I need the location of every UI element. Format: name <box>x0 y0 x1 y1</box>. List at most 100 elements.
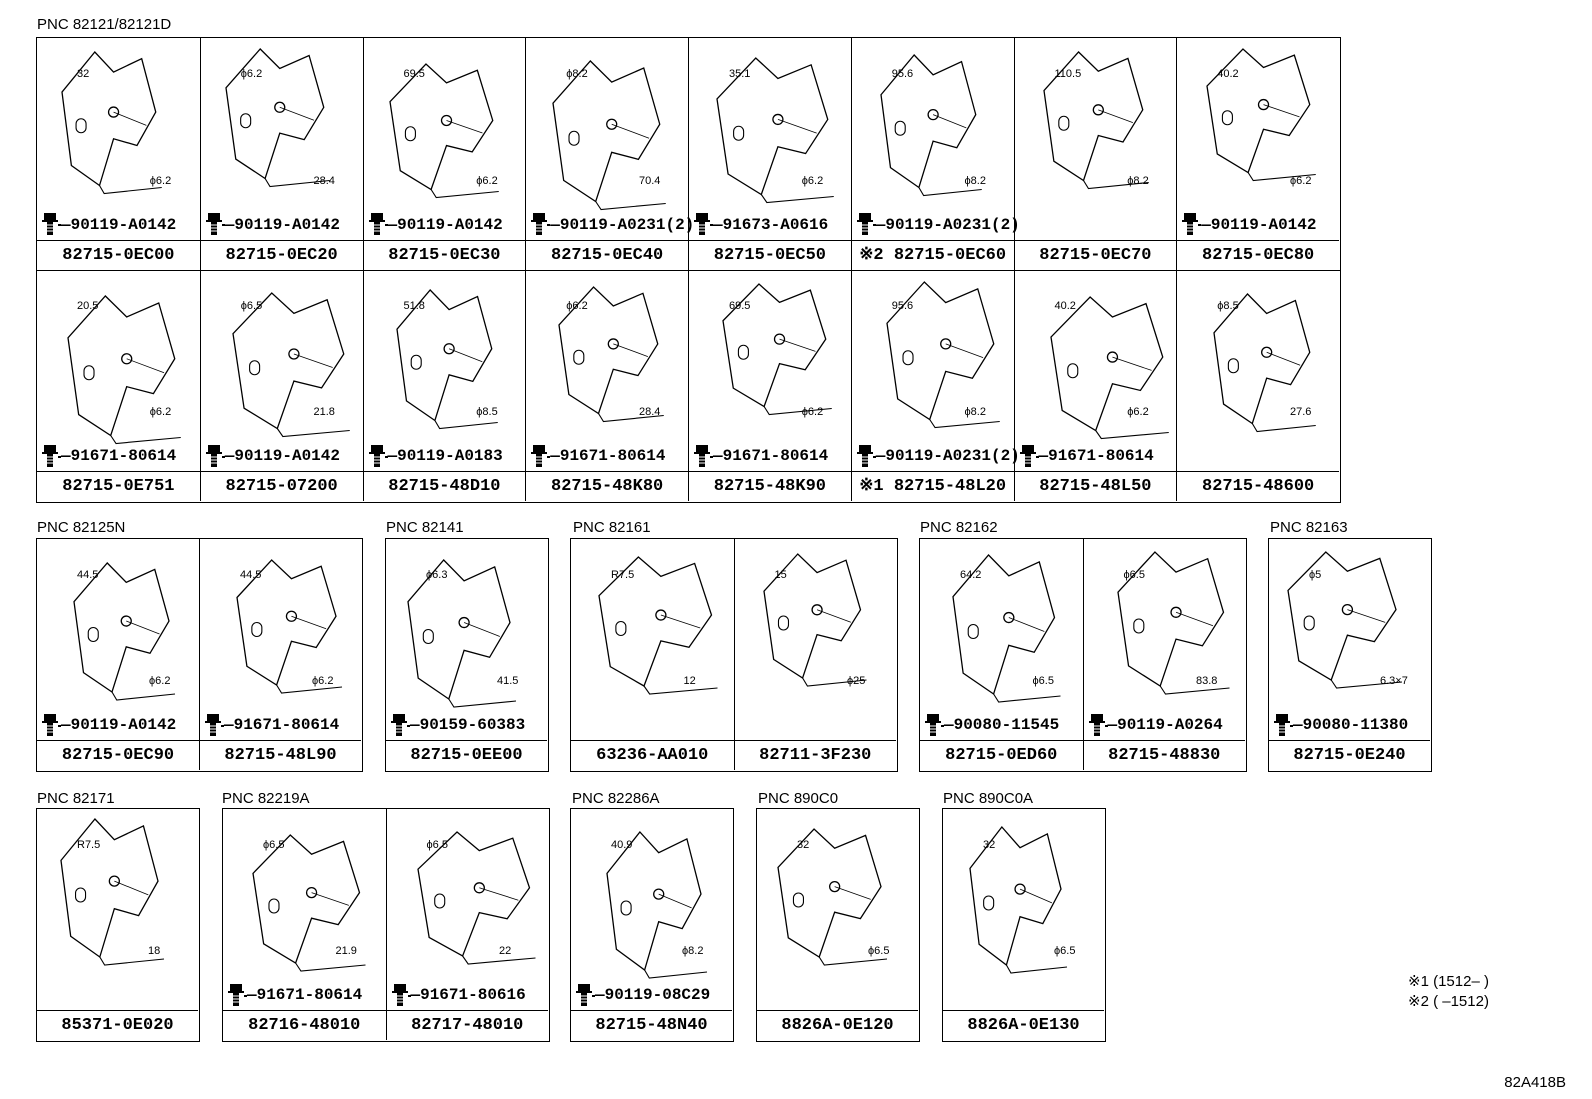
bolt-icon <box>391 983 411 1006</box>
part-number[interactable]: 82715-0E751 <box>37 471 200 501</box>
part-number[interactable]: 82711-3F230 <box>734 740 896 770</box>
bolt-callout: —90119-A0183 <box>368 442 503 470</box>
part-number[interactable]: 82715-0EE00 <box>386 740 547 770</box>
bracket-drawing <box>395 288 498 429</box>
bolt-callout: —90119-A0231(2) <box>856 442 1020 470</box>
part-number[interactable]: 8826A-0E130 <box>943 1010 1104 1040</box>
part-number[interactable]: 82715-48830 <box>1083 740 1245 770</box>
group-title-82163: PNC 82163 <box>1270 519 1348 536</box>
part-number[interactable]: 85371-0E020 <box>37 1010 198 1040</box>
part-number[interactable]: 82715-48K80 <box>526 471 688 501</box>
bracket-drawing <box>969 825 1068 974</box>
bolt-callout: —90119-A0142 <box>205 211 340 239</box>
part-number[interactable]: 82715-48L90 <box>200 740 361 770</box>
part-number[interactable]: 82715-48L50 <box>1014 471 1177 501</box>
bracket-drawing <box>777 828 888 966</box>
bolt-callout: —90119-A0231(2) <box>856 211 1020 239</box>
part-number[interactable]: ※2 82715-0EC60 <box>851 239 1014 270</box>
bolt-icon <box>205 713 224 736</box>
bolt-part-number: —90119-A0183 <box>387 447 503 465</box>
bolt-icon <box>856 444 876 467</box>
part-number[interactable]: 82715-48D10 <box>363 471 526 501</box>
dimension-label: ϕ6.5 <box>240 299 263 312</box>
part-number[interactable]: 82715-0EC90 <box>37 740 199 770</box>
part-number[interactable]: 82715-0EC80 <box>1177 239 1339 270</box>
part-number[interactable]: 82715-0EC20 <box>200 239 363 270</box>
part-number[interactable]: ※1 82715-48L20 <box>851 471 1014 501</box>
dimension-label: 44.5 <box>77 569 99 581</box>
bolt-callout: —91673-A0616 <box>693 211 828 239</box>
dimension-label: 28.4 <box>639 406 661 418</box>
bracket-drawing <box>60 818 165 966</box>
group-title-82121: PNC 82121/82121D <box>37 16 172 33</box>
bolt-callout: —90159-60383 <box>390 711 525 739</box>
bracket-drawing <box>552 60 667 211</box>
bolt-icon <box>531 213 551 236</box>
part-number[interactable]: 82715-0ED60 <box>920 740 1083 770</box>
bolt-part-number: —91671-80614 <box>61 447 177 465</box>
bolt-part-number: —90119-A0142 <box>61 716 177 734</box>
part-number[interactable]: 82715-48N40 <box>571 1010 732 1040</box>
bolt-icon <box>42 444 61 467</box>
part-number[interactable]: 82715-48K90 <box>689 471 851 501</box>
dimension-label: ϕ6.2 <box>801 406 824 418</box>
bolt-icon <box>576 983 595 1006</box>
bracket-drawing <box>73 562 176 701</box>
group-title-82219a: PNC 82219A <box>222 790 310 807</box>
dimension-label: ϕ5 <box>1309 569 1322 581</box>
bolt-part-number: —91671-80614 <box>713 447 829 465</box>
dimension-label: ϕ6.5 <box>868 945 890 957</box>
part-number[interactable]: 82715-0EC70 <box>1014 239 1177 270</box>
part-number[interactable]: 82715-0E240 <box>1269 740 1430 770</box>
dimension-label: 41.5 <box>497 675 519 687</box>
part-number[interactable]: 82715-07200 <box>200 471 363 501</box>
bolt-callout: —90119-A0142 <box>1181 211 1316 239</box>
group-title-82162: PNC 82162 <box>920 519 998 536</box>
bolt-icon <box>531 444 551 467</box>
dimension-label: ϕ8.5 <box>1217 299 1239 312</box>
bolt-icon <box>391 713 410 736</box>
dimension-label: 32 <box>77 68 90 80</box>
bolt-callout: —90119-A0142 <box>205 442 340 470</box>
dimension-label: ϕ6.2 <box>149 675 171 687</box>
dimension-label: ϕ8.2 <box>964 174 986 187</box>
part-number[interactable]: 82715-0EC50 <box>689 239 851 270</box>
part-number[interactable]: 63236-AA010 <box>571 740 734 770</box>
part-number[interactable]: 8826A-0E120 <box>757 1010 918 1040</box>
dimension-label: 44.5 <box>240 569 262 581</box>
dimension-label: 69.5 <box>403 68 425 80</box>
bolt-part-number: —90119-08C29 <box>595 986 711 1004</box>
bracket-drawing <box>388 63 499 199</box>
part-number[interactable]: 82715-0EC40 <box>526 239 688 270</box>
part-number[interactable]: 82716-48010 <box>223 1010 386 1040</box>
dimension-label: ϕ6.5 <box>1054 945 1076 957</box>
group-title-82161: PNC 82161 <box>573 519 651 536</box>
dimension-label: ϕ6.2 <box>149 174 172 187</box>
note-2: ※2 ( –1512) <box>1408 993 1489 1010</box>
dimension-label: R7.5 <box>611 569 635 581</box>
dimension-label: 27.6 <box>1290 406 1312 418</box>
bolt-icon <box>925 713 944 736</box>
dimension-label: 21.9 <box>335 945 357 957</box>
part-number[interactable]: 82717-48010 <box>386 1010 548 1040</box>
dimension-label: 21.8 <box>313 406 335 418</box>
dimension-label: 28.4 <box>313 174 335 187</box>
part-number[interactable]: 82715-48600 <box>1177 471 1339 501</box>
dimension-label: ϕ6.3 <box>426 569 448 581</box>
dimension-label: ϕ6.2 <box>312 675 334 687</box>
part-number[interactable]: 82715-0EC30 <box>363 239 526 270</box>
bolt-callout: —91671-80614 <box>693 442 828 470</box>
part-number[interactable]: 82715-0EC00 <box>37 239 200 270</box>
